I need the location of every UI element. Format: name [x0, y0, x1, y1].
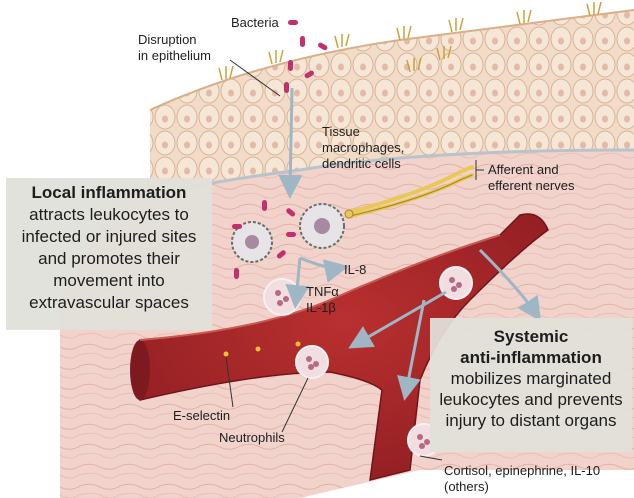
systemic-line1: mobilizes marginated — [430, 368, 632, 389]
local-inflammation-line1: attracts leukocytes to — [6, 204, 212, 226]
systemic-line2: leukocytes and prevents — [430, 389, 632, 410]
label-neutrophils: Neutrophils — [219, 430, 285, 445]
systemic-title-line2: anti-inflammation — [430, 347, 632, 368]
label-tissue-line3: dendritic cells — [322, 156, 401, 171]
systemic-line3: injury to distant organs — [430, 410, 632, 431]
label-nerves-line2: efferent nerves — [488, 178, 574, 193]
local-inflammation-box: Local inflammation attracts leukocytes t… — [6, 178, 212, 330]
label-cortisol-line2: (others) — [444, 479, 489, 494]
label-tnf: TNFα — [306, 284, 339, 299]
label-nerves-line1: Afferent and — [488, 162, 559, 177]
label-il8: IL-8 — [344, 262, 366, 277]
local-inflammation-line3: and promotes their — [6, 248, 212, 270]
label-eselectin: E-selectin — [173, 408, 230, 423]
label-disruption-line2: in epithelium — [138, 48, 211, 63]
label-cortisol-line1: Cortisol, epinephrine, IL-10 — [444, 463, 600, 478]
label-disruption-line1: Disruption — [138, 32, 197, 47]
local-inflammation-line2: infected or injured sites — [6, 226, 212, 248]
label-tissue-line2: macrophages, — [322, 140, 404, 155]
systemic-title-line1: Systemic — [430, 326, 632, 347]
label-bacteria: Bacteria — [231, 15, 279, 30]
systemic-anti-inflammation-box: Systemic anti-inflammation mobilizes mar… — [430, 318, 632, 452]
local-inflammation-line5: extravascular spaces — [6, 292, 212, 314]
label-il1: IL-1β — [306, 300, 336, 315]
local-inflammation-line4: movement into — [6, 270, 212, 292]
local-inflammation-title: Local inflammation — [6, 182, 212, 204]
label-tissue-line1: Tissue — [322, 124, 360, 139]
